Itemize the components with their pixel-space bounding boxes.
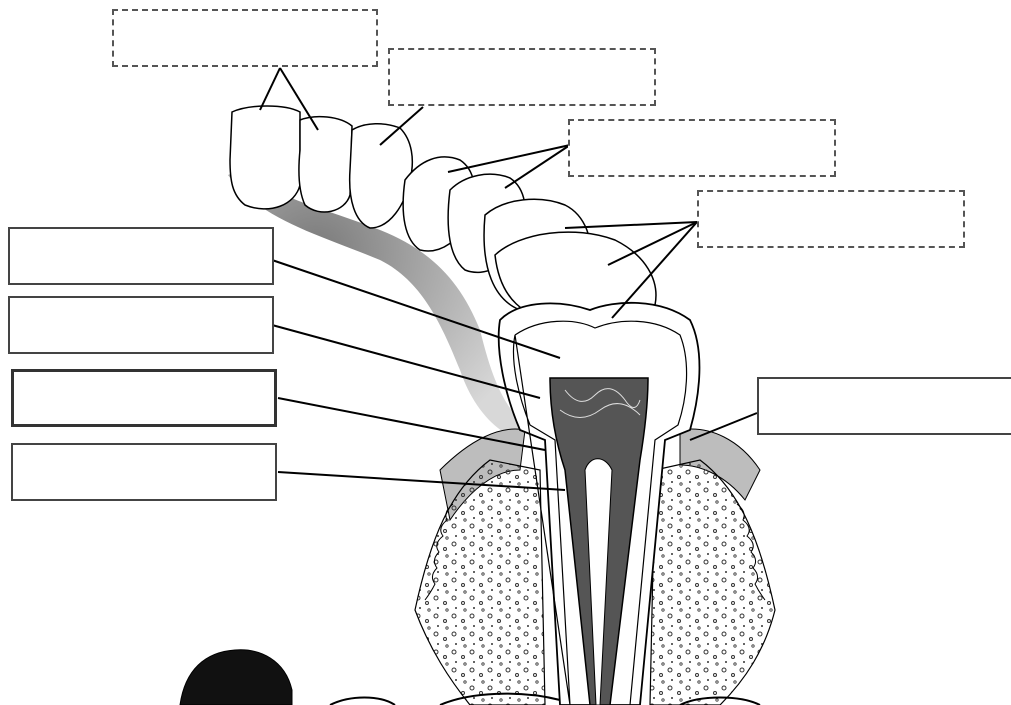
person-hair (180, 650, 292, 705)
incisor-tooth (299, 117, 352, 212)
premolars-label-box[interactable] (568, 119, 836, 177)
molars-label-box[interactable] (697, 190, 965, 248)
dentin-label-box[interactable] (8, 296, 274, 354)
enamel-label-box[interactable] (8, 227, 274, 285)
pulp-label-box[interactable] (11, 369, 277, 427)
canine-label-box[interactable] (388, 48, 656, 106)
incisors-label-box[interactable] (112, 9, 378, 67)
root-canal-label-box[interactable] (11, 443, 277, 501)
incisor-tooth (230, 106, 300, 209)
gum-label-box[interactable] (757, 377, 1011, 435)
